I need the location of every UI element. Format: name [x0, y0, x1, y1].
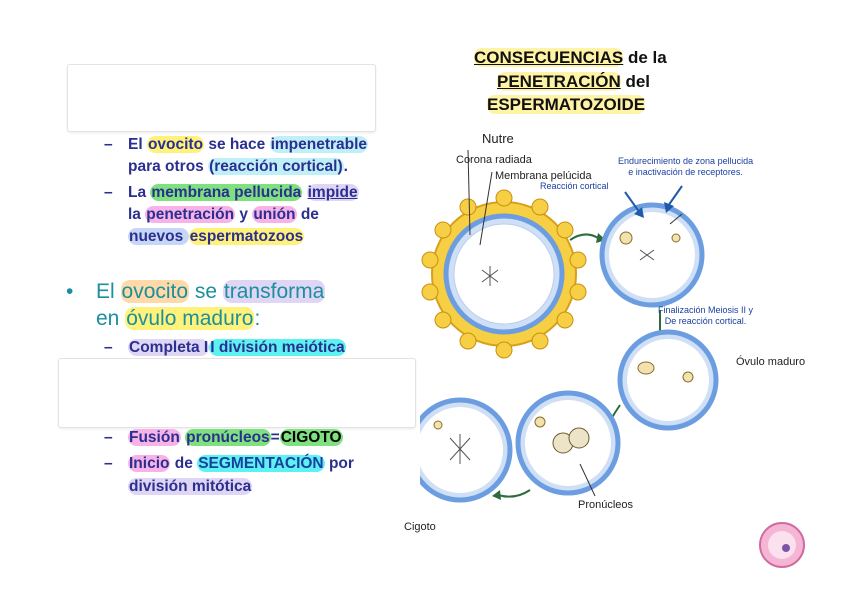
text: El [128, 136, 147, 153]
bullet-transforma-line2: en óvulo maduro: [96, 306, 260, 332]
hl-membrana: membrana pellucida [150, 184, 303, 201]
oocyte-cortical [599, 202, 705, 308]
dash-mark: – [104, 429, 113, 446]
title-line2: PENETRACIÓN [497, 72, 621, 91]
hl-ovocito-2: ovocito [120, 280, 190, 303]
label-pronucleos: Pronúcleos [578, 499, 634, 511]
text [302, 184, 306, 201]
hl-fusion: Fusión [128, 429, 181, 446]
sub-item-membrana: –La membrana pellucida impide [104, 182, 359, 204]
sub-item-segmentacion-line2: división mitótica [128, 476, 253, 498]
hl-ovulo-maduro: óvulo maduro [125, 307, 255, 330]
hl-division-meiotica: I división meiótica [209, 339, 346, 356]
diagram-title-2: PENETRACIÓN del [497, 72, 650, 92]
dash-mark: – [104, 136, 113, 153]
hl-penetracion: penetración [145, 206, 236, 223]
hl-reaccion-cortical: (reacción cortical) [208, 158, 344, 175]
hl-union: unión [252, 206, 297, 223]
text: la [128, 206, 146, 223]
sub-item-fusion: –Fusión pronúcleos=CIGOTO [104, 427, 343, 449]
label-corona: Corona radiada [456, 154, 532, 166]
title-line2b: del [620, 72, 651, 91]
sub-item-membrana-line3: nuevos espermatozoos [128, 226, 305, 248]
bullet-transforma: • El ovocito se transforma [66, 279, 326, 305]
sub-item-segmentacion: –Inicio de SEGMENTACIÓN por [104, 453, 354, 475]
label-nutre: Nutre [482, 131, 514, 146]
diagram-title-3: ESPERMATOZOIDE [487, 95, 646, 115]
ovulo-maduro [617, 329, 719, 431]
hl-transforma: transforma [222, 280, 326, 303]
dash-mark: – [104, 184, 113, 201]
text: se [189, 280, 223, 303]
text: La [128, 184, 151, 201]
text: para otros [128, 158, 209, 175]
thumbnail-diagram [759, 522, 805, 568]
hl-pronucleos: pronúcleos [185, 429, 271, 446]
dash-mark: – [104, 455, 113, 472]
hl-espermatozoos: espermatozoos [188, 228, 305, 245]
text: El [96, 280, 121, 303]
sub-item-impenetrable: –El ovocito se hace impenetrable [104, 134, 369, 156]
hl-impide: impide [306, 184, 359, 201]
bullet-mark: • [66, 280, 74, 303]
text: . [343, 158, 348, 175]
dash-mark: – [104, 339, 113, 356]
hl-ovocito: ovocito [146, 136, 205, 153]
zygote-oocyte [420, 397, 513, 503]
corona-oocyte [421, 149, 587, 359]
label-cigoto: Cigoto [404, 521, 436, 533]
hl-division-mitotica: división mitótica [128, 478, 253, 495]
text: y [235, 206, 253, 223]
hl-segmentacion: SEGMENTACIÓN [197, 455, 325, 472]
text: por [324, 455, 354, 472]
hl-cigoto: CIGOTO [279, 429, 343, 446]
label-endurecimiento: Endurecimiento de zona pellucida e inact… [618, 156, 754, 177]
label-reaccion: Reacción cortical [540, 181, 609, 191]
title-line1b: de la [623, 48, 667, 67]
text: de [296, 206, 319, 223]
blank-box-top [67, 64, 376, 132]
diagram-title: CONSECUENCIAS de la [474, 48, 667, 68]
hl-completa: Completa I [128, 339, 210, 356]
title-line3: ESPERMATOZOIDE [487, 95, 646, 114]
title-line1: CONSECUENCIAS [474, 48, 624, 67]
hl-impenetrable: impenetrable [269, 136, 369, 153]
sub-item-impenetrable-line2: para otros (reacción cortical). [128, 156, 348, 178]
text: en [96, 307, 126, 330]
label-membrana: Membrana pelúcida [495, 170, 592, 182]
blank-box-middle [58, 358, 416, 428]
fertilization-diagram [420, 149, 805, 568]
text: se hace [204, 136, 270, 153]
text: : [254, 307, 261, 330]
text: = [270, 429, 280, 446]
label-ovulo: Óvulo maduro [736, 356, 806, 368]
hl-inicio: Inicio [128, 455, 171, 472]
pronuclei-oocyte [515, 390, 621, 496]
label-finalizacion: Finalización Meiosis II y De reacción co… [658, 305, 754, 326]
hl-nuevos: nuevos [128, 228, 189, 245]
sub-item-membrana-line2: la penetración y unión de [128, 204, 319, 226]
text: de [170, 455, 198, 472]
